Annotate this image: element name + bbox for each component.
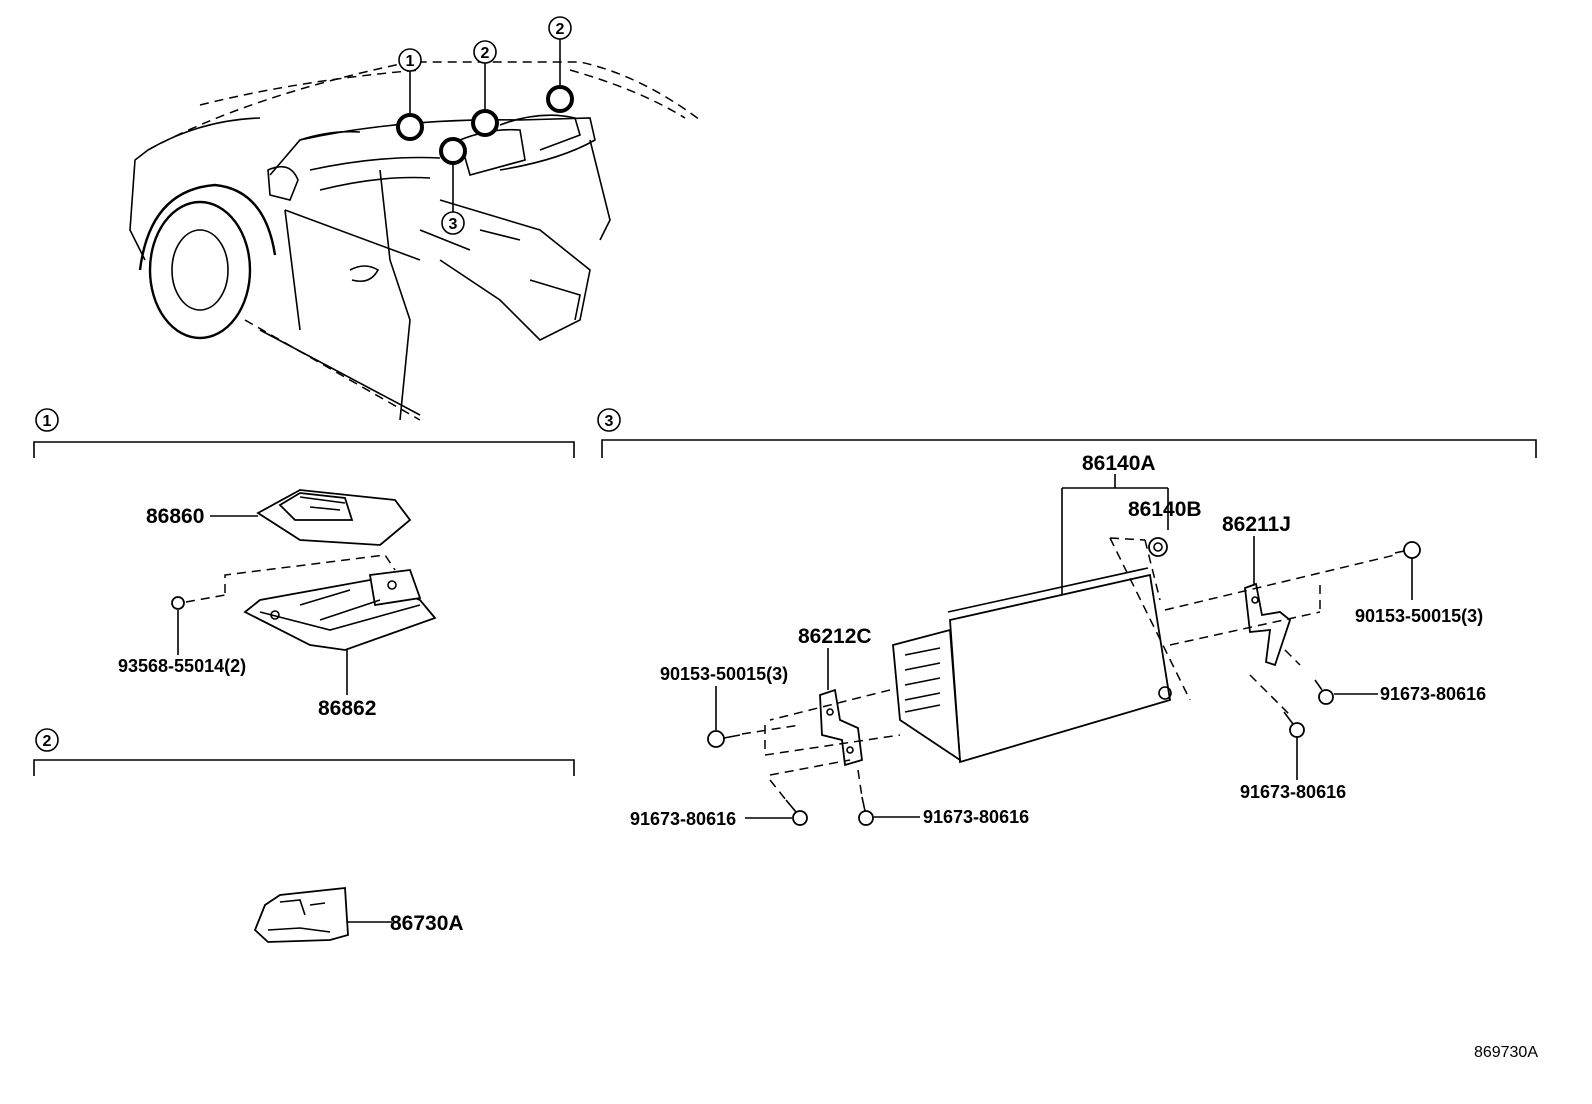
label-86211J: 86211J [1222,513,1291,536]
bolt-93568 [171,594,226,610]
callout-2b-label: 2 [556,21,565,38]
label-86140B: 86140B [1128,498,1202,521]
label-86212C: 86212C [798,625,872,648]
callout-2a-label: 2 [481,45,490,62]
part-86212C-bracket [764,688,901,776]
part-86140B-knob [1148,537,1168,557]
callout-3-label: 3 [449,216,458,233]
location-marker-3 [439,137,467,165]
vehicle-overview [129,61,701,421]
label-91673-a: 91673-80616 [630,809,736,829]
label-86730A: 86730A [390,912,464,935]
section-3-bracket [601,439,1537,458]
section-2-marker [35,728,59,752]
label-86140A: 86140A [1082,452,1156,475]
section-1-marker [35,408,59,432]
bolt-90153-right [1394,541,1421,559]
location-marker-2a [471,109,499,137]
label-86860: 86860 [146,505,204,528]
callout-1-label: 1 [406,53,415,70]
label-86862: 86862 [318,697,376,720]
label-90153-right: 90153-50015(3) [1355,606,1483,626]
label-91673-c: 91673-80616 [1380,684,1486,704]
overview-callouts: 1 2 2 3 [396,16,574,235]
part-86730A-unit [253,887,349,943]
screw-91673-a [769,779,808,826]
section-2-bracket [33,759,575,776]
section-2-number: 2 [43,733,52,750]
section-3-number: 3 [605,413,614,430]
label-91673-d: 91673-80616 [1240,782,1346,802]
section-1-number: 1 [43,413,52,430]
label-91673-b: 91673-80616 [923,807,1029,827]
section-1: 1 86860 86862 93568-55014(2) [33,408,575,720]
section-3-marker [597,408,621,432]
part-86211J-bracket [1164,554,1396,716]
part-86140A-display [892,537,1191,764]
part-86860-module [256,489,412,546]
location-marker-2b [546,85,574,113]
section-1-bracket [33,441,575,458]
label-90153-left: 90153-50015(3) [660,664,788,684]
screw-91673-b [857,769,874,826]
section-3: 3 86140A 86140B 86212C 862 [597,408,1537,829]
location-marker-1 [396,113,424,141]
label-93568: 93568-55014(2) [118,656,246,676]
figure-id: 869730A [1474,1044,1538,1061]
callout-circle-3 [441,211,465,235]
section-2: 2 86730A [33,728,575,943]
screw-91673-d [1283,711,1305,738]
bolt-90153-left [707,724,801,748]
part-86862-bracket [224,554,437,651]
screw-91673-c [1314,679,1334,705]
